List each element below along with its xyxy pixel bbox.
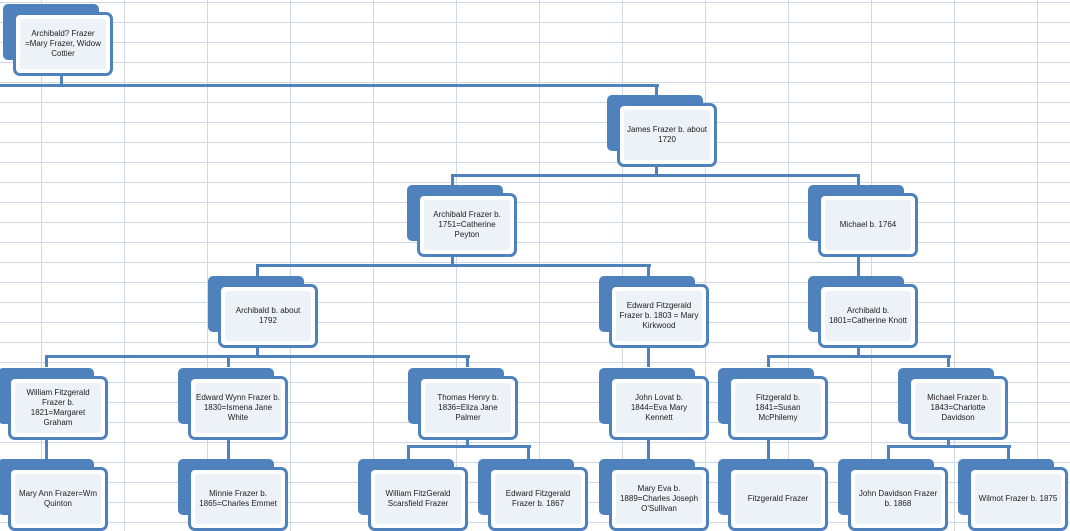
connector [45, 355, 470, 358]
connector [857, 254, 860, 276]
connector [1007, 445, 1010, 459]
person-label: Edward Fitzgerald Frazer b. 1867 [495, 474, 581, 524]
connector [767, 436, 770, 460]
connector [887, 445, 890, 459]
person-node-archibald-1801[interactable]: Archibald b. 1801=Catherine Knott [808, 276, 918, 348]
connector [451, 254, 454, 266]
person-node-james[interactable]: James Frazer b. about 1720 [607, 95, 717, 167]
person-node-michael-1843[interactable]: Michael Frazer b. 1843=Charlotte Davidso… [898, 368, 1008, 440]
connector [857, 345, 860, 357]
person-label: William Fitzgerald Frazer b. 1821=Margar… [15, 383, 101, 433]
connector [466, 436, 469, 446]
connector [655, 164, 658, 176]
person-node-john-davidson[interactable]: John Davidson Frazer b. 1868 [838, 459, 948, 531]
person-label: John Davidson Frazer b. 1868 [855, 474, 941, 524]
person-label: Edward Wynn Frazer b. 1830=Ismena Jane W… [195, 383, 281, 433]
person-node-edward-fg-1803[interactable]: Edward Fitzgerald Frazer b. 1803 = Mary … [599, 276, 709, 348]
person-label: William FitzGerald Scarsfield Frazer [375, 474, 461, 524]
connector [227, 355, 230, 367]
connector [466, 355, 469, 367]
connector [655, 84, 658, 96]
person-node-archibald-1751[interactable]: Archibald Frazer b. 1751=Catherine Peyto… [407, 185, 517, 257]
person-label: Fitzgerald b. 1841=Susan McPhilemy [735, 383, 821, 433]
connector [256, 345, 259, 357]
connector [451, 174, 860, 177]
person-label: John Lovat b. 1844=Eva Mary Kennett [616, 383, 702, 433]
connector [407, 445, 531, 448]
person-node-william-scarsfield[interactable]: William FitzGerald Scarsfield Frazer [358, 459, 468, 531]
person-node-mary-ann[interactable]: Mary Ann Frazer=Wm Quinton [0, 459, 108, 531]
connector [647, 264, 650, 276]
person-node-minnie[interactable]: Minnie Frazer b. 1865=Charles Emmet [178, 459, 288, 531]
person-label: Mary Eva b. 1889=Charles Joseph O'Sulliv… [616, 474, 702, 524]
person-label: Michael b. 1764 [825, 200, 911, 250]
person-node-edward-wynn[interactable]: Edward Wynn Frazer b. 1830=Ismena Jane W… [178, 368, 288, 440]
connector [45, 355, 48, 367]
person-node-thomas-henry[interactable]: Thomas Henry b. 1836=Eliza Jane Palmer [408, 368, 518, 440]
connector [647, 436, 650, 460]
connector [947, 355, 950, 367]
person-node-fitzgerald-frazer[interactable]: Fitzgerald Frazer [718, 459, 828, 531]
person-label: Mary Ann Frazer=Wm Quinton [15, 474, 101, 524]
person-label: Edward Fitzgerald Frazer b. 1803 = Mary … [616, 291, 702, 341]
connector [647, 345, 650, 367]
connector [0, 84, 659, 87]
connector [407, 445, 410, 459]
person-node-fitzgerald-1841[interactable]: Fitzgerald b. 1841=Susan McPhilemy [718, 368, 828, 440]
connector [767, 355, 770, 367]
person-label: Thomas Henry b. 1836=Eliza Jane Palmer [425, 383, 511, 433]
connector [45, 436, 48, 460]
connector [256, 264, 259, 276]
person-node-mary-eva[interactable]: Mary Eva b. 1889=Charles Joseph O'Sulliv… [599, 459, 709, 531]
person-node-william-1821[interactable]: William Fitzgerald Frazer b. 1821=Margar… [0, 368, 108, 440]
person-node-root[interactable]: Archibald? Frazer =Mary Frazer, Widow Co… [3, 4, 113, 76]
connector [527, 445, 530, 459]
person-label: Fitzgerald Frazer [735, 474, 821, 524]
person-label: Minnie Frazer b. 1865=Charles Emmet [195, 474, 281, 524]
person-label: Archibald? Frazer =Mary Frazer, Widow Co… [20, 19, 106, 69]
connector [857, 174, 860, 186]
person-label: Wilmot Frazer b. 1875 [975, 474, 1061, 524]
connector [451, 174, 454, 186]
person-label: Archibald Frazer b. 1751=Catherine Peyto… [424, 200, 510, 250]
connector [60, 74, 63, 86]
person-node-john-lovat[interactable]: John Lovat b. 1844=Eva Mary Kennett [599, 368, 709, 440]
person-node-michael-1764[interactable]: Michael b. 1764 [808, 185, 918, 257]
connector [887, 445, 1011, 448]
person-node-archibald-1792[interactable]: Archibald b. about 1792 [208, 276, 318, 348]
person-node-wilmot[interactable]: Wilmot Frazer b. 1875 [958, 459, 1068, 531]
person-node-edward-fg-1867[interactable]: Edward Fitzgerald Frazer b. 1867 [478, 459, 588, 531]
connector [256, 264, 651, 267]
person-label: Archibald b. 1801=Catherine Knott [825, 291, 911, 341]
person-label: Michael Frazer b. 1843=Charlotte Davidso… [915, 383, 1001, 433]
connector [767, 355, 951, 358]
connector [227, 436, 230, 460]
person-label: James Frazer b. about 1720 [624, 110, 710, 160]
connector [947, 436, 950, 446]
person-label: Archibald b. about 1792 [225, 291, 311, 341]
